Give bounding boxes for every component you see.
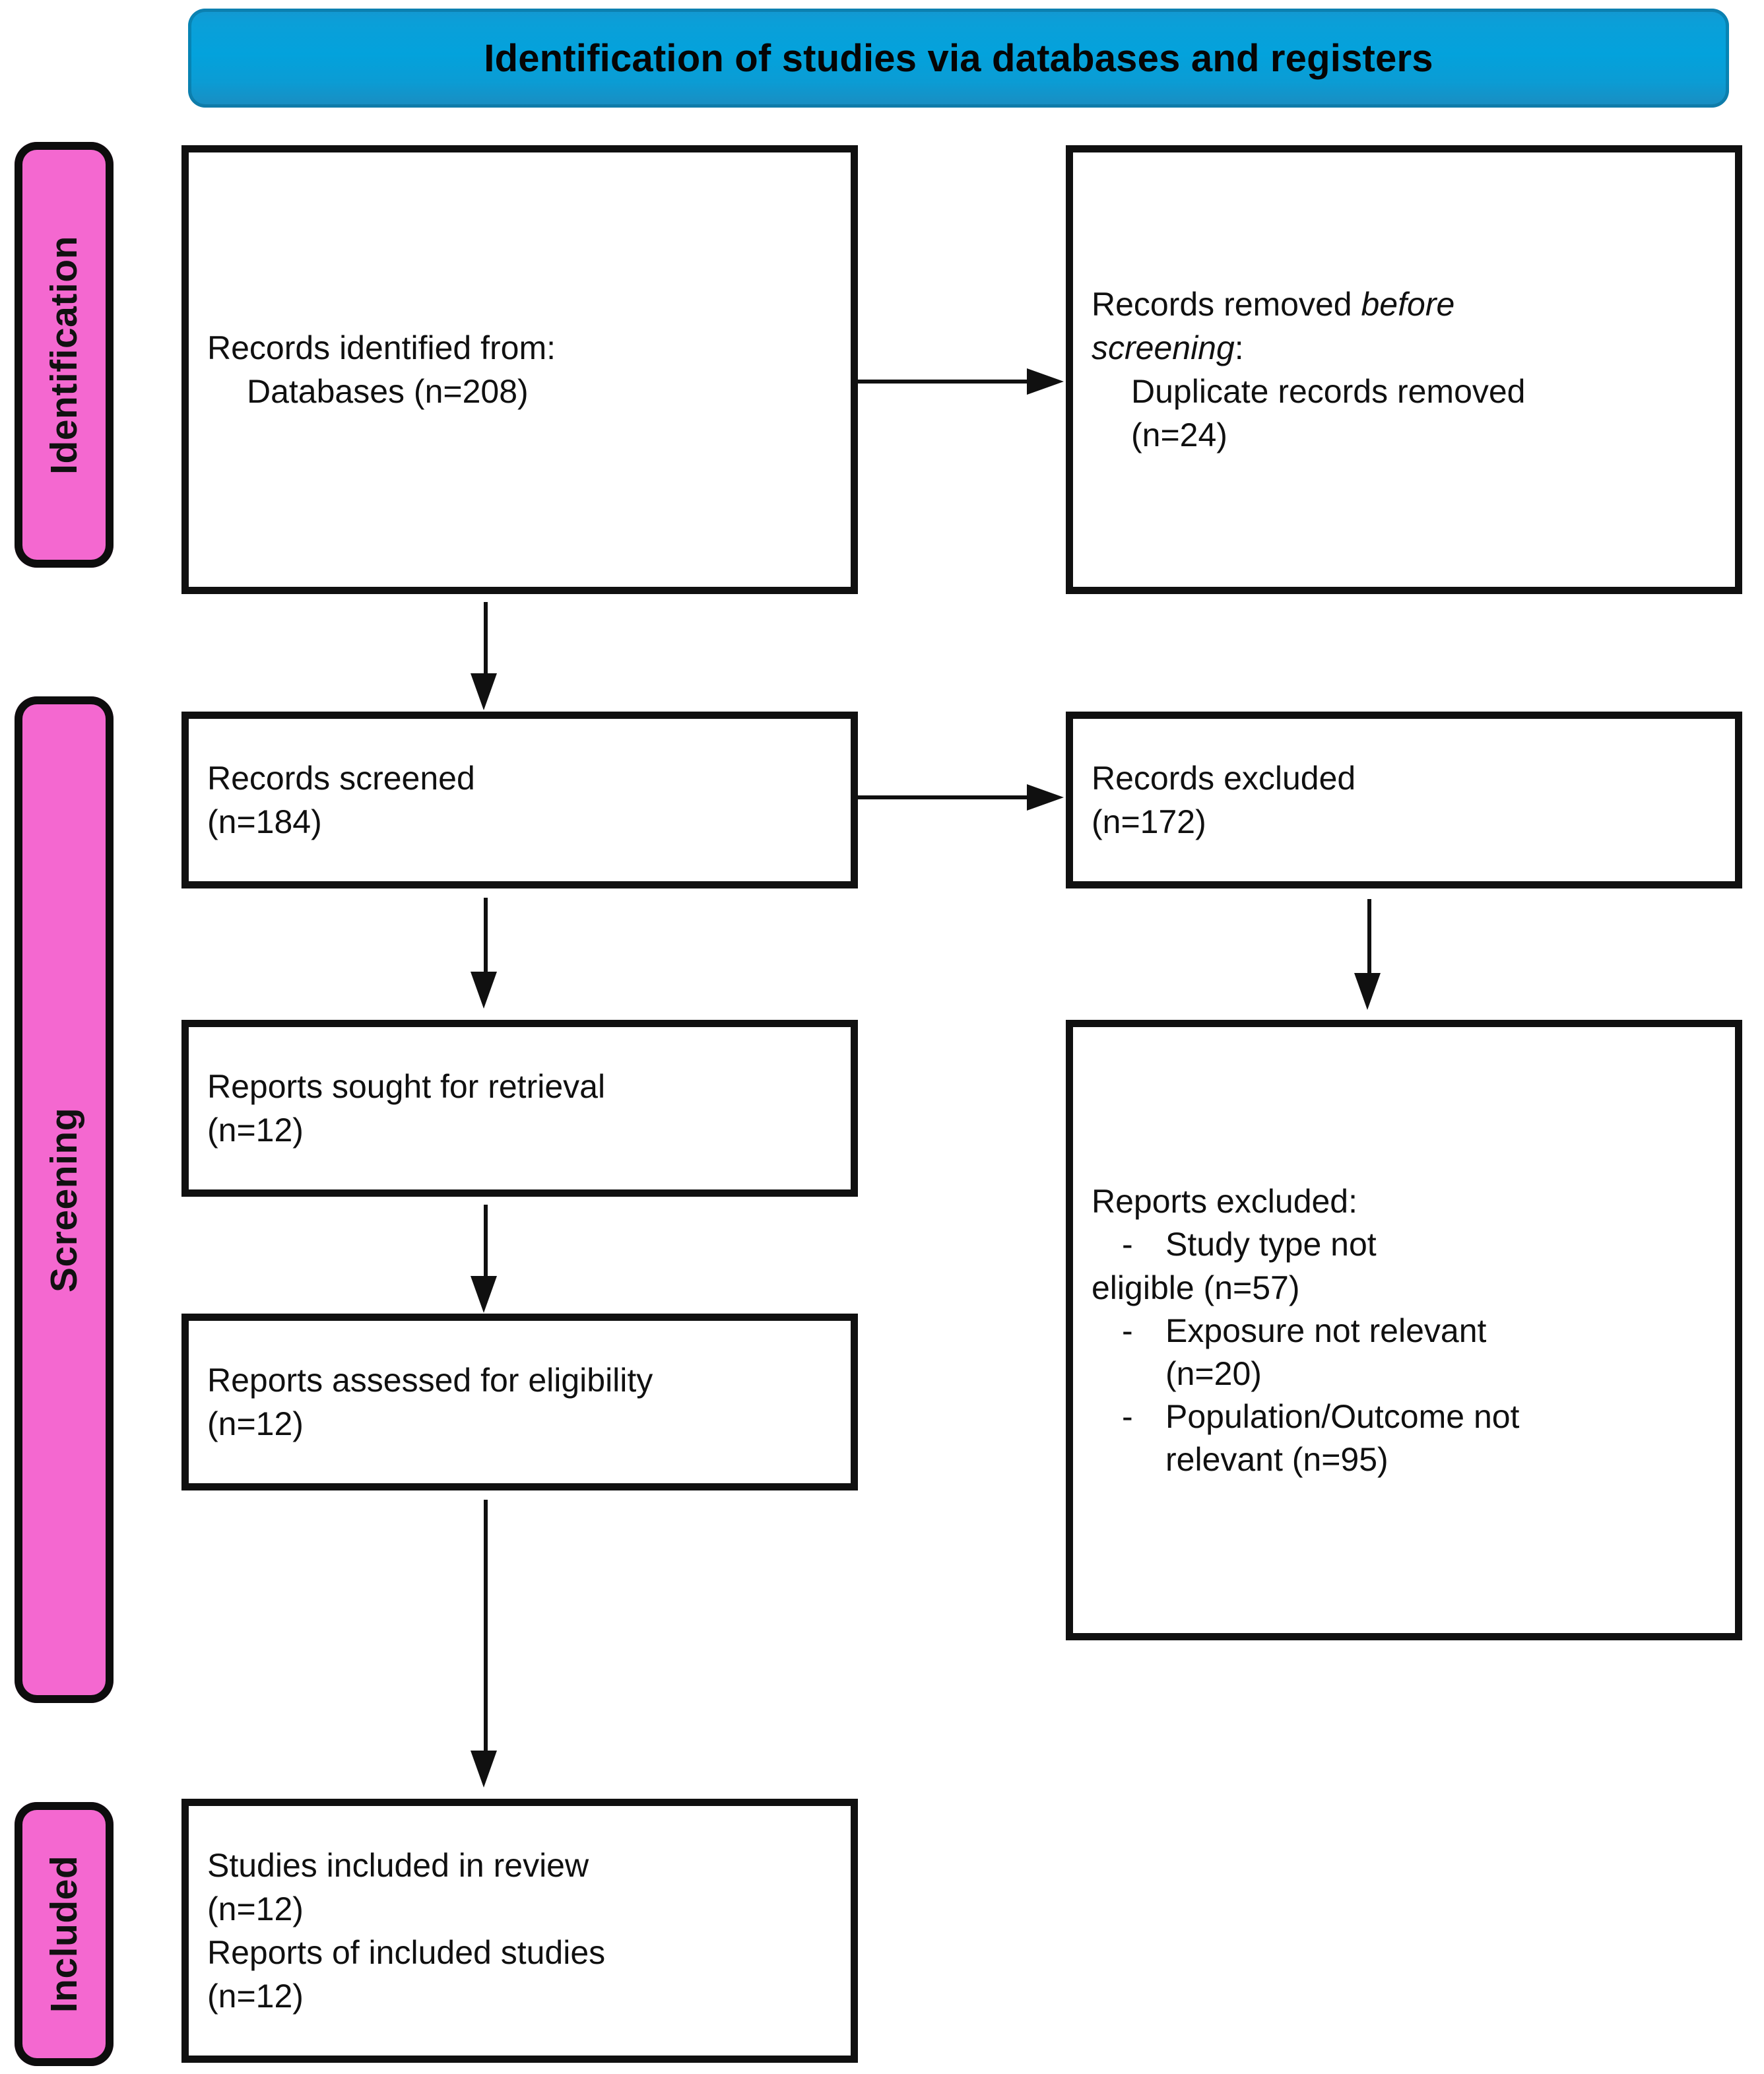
bullet-dash-icon: - — [1122, 1397, 1133, 1435]
box-reports-excluded: Reports excluded: - Study type not eligi… — [1066, 1020, 1742, 1640]
bullet-dash-icon: - — [1122, 1225, 1133, 1263]
records-identified-line-1: Records identified from: — [207, 329, 556, 366]
reports-excluded-item-0-first: Study type not — [1165, 1225, 1377, 1263]
records-removed-italic-before: before — [1361, 286, 1455, 323]
records-removed-prefix: Records removed — [1092, 286, 1361, 323]
arrow-head-icon — [471, 1751, 497, 1788]
arrow-head-icon — [1354, 973, 1381, 1010]
stage-label-included: Included — [15, 1802, 114, 2066]
arrow-head-icon — [1027, 784, 1064, 811]
reports-excluded-item-1-second: (n=20) — [1165, 1355, 1262, 1392]
box-reports-sought: Reports sought for retrieval (n=12) — [181, 1020, 858, 1197]
box-reports-assessed: Reports assessed for eligibility (n=12) — [181, 1314, 858, 1490]
diagram-header-banner: Identification of studies via databases … — [188, 9, 1729, 108]
reports-sought-line-2: (n=12) — [207, 1112, 304, 1149]
reports-assessed-line-2: (n=12) — [207, 1405, 304, 1442]
stage-label-included-text: Included — [43, 1855, 86, 2013]
box-studies-included: Studies included in review (n=12) Report… — [181, 1799, 858, 2063]
box-records-excluded: Records excluded (n=172) — [1066, 712, 1742, 888]
arrow-head-icon — [471, 673, 497, 710]
records-removed-line-4: (n=24) — [1131, 417, 1227, 453]
studies-included-line-1: Studies included in review — [207, 1847, 589, 1884]
records-removed-line-3: Duplicate records removed — [1131, 373, 1526, 410]
records-excluded-line-1: Records excluded — [1092, 760, 1356, 797]
reports-excluded-item-2-second-row: relevant (n=95) — [1073, 1438, 1735, 1481]
records-removed-italic-screening: screening — [1092, 329, 1235, 366]
records-screened-line-1: Records screened — [207, 760, 475, 797]
arrow-stem — [1367, 899, 1371, 978]
box-records-identified: Records identified from: Databases (n=20… — [181, 145, 858, 594]
page-title: Identification of studies via databases … — [484, 36, 1433, 80]
reports-excluded-item-2-first: Population/Outcome not — [1165, 1397, 1520, 1435]
arrow-stem — [484, 1205, 488, 1283]
arrow-head-icon — [471, 1276, 497, 1313]
studies-included-line-2: (n=12) — [207, 1890, 304, 1927]
arrow-stem — [858, 380, 1029, 384]
bullet-spacer — [1092, 1353, 1165, 1395]
arrow-stem — [484, 1500, 488, 1757]
arrow-head-icon — [471, 972, 497, 1009]
records-removed-line-2: screening: — [1073, 326, 1735, 370]
records-screened-line-2: (n=184) — [207, 803, 322, 840]
reports-sought-line-1: Reports sought for retrieval — [207, 1068, 606, 1105]
records-excluded-line-2: (n=172) — [1092, 803, 1206, 840]
reports-excluded-item-0-second: eligible (n=57) — [1092, 1269, 1300, 1306]
bullet-spacer — [1092, 1438, 1165, 1481]
box-records-removed-before-screening: Records removed before screening: Duplic… — [1066, 145, 1742, 594]
reports-excluded-heading: Reports excluded: — [1092, 1182, 1358, 1220]
reports-excluded-item-2-second: relevant (n=95) — [1165, 1440, 1388, 1478]
records-removed-line-1: Records removed before — [1073, 283, 1735, 326]
arrow-stem — [484, 898, 488, 977]
reports-excluded-item: - Population/Outcome not — [1073, 1395, 1735, 1438]
reports-excluded-item: - Study type not — [1073, 1223, 1735, 1266]
arrow-head-icon — [1027, 368, 1064, 395]
stage-label-identification-text: Identification — [43, 235, 86, 475]
records-identified-line-2: Databases (n=208) — [247, 373, 529, 410]
reports-assessed-line-1: Reports assessed for eligibility — [207, 1362, 653, 1399]
arrow-stem — [484, 602, 488, 680]
records-removed-colon: : — [1234, 329, 1244, 366]
arrow-stem — [858, 795, 1029, 799]
box-records-screened: Records screened (n=184) — [181, 712, 858, 888]
stage-label-identification: Identification — [15, 142, 114, 568]
stage-label-screening-text: Screening — [43, 1107, 85, 1292]
stage-label-screening: Screening — [15, 696, 114, 1703]
reports-excluded-item-1-first: Exposure not relevant — [1165, 1312, 1487, 1349]
reports-excluded-item-1-second-row: (n=20) — [1073, 1353, 1735, 1395]
bullet-dash-icon: - — [1122, 1312, 1133, 1349]
studies-included-line-4: (n=12) — [207, 1978, 304, 2015]
reports-excluded-item: - Exposure not relevant — [1073, 1310, 1735, 1353]
studies-included-line-3: Reports of included studies — [207, 1934, 606, 1971]
